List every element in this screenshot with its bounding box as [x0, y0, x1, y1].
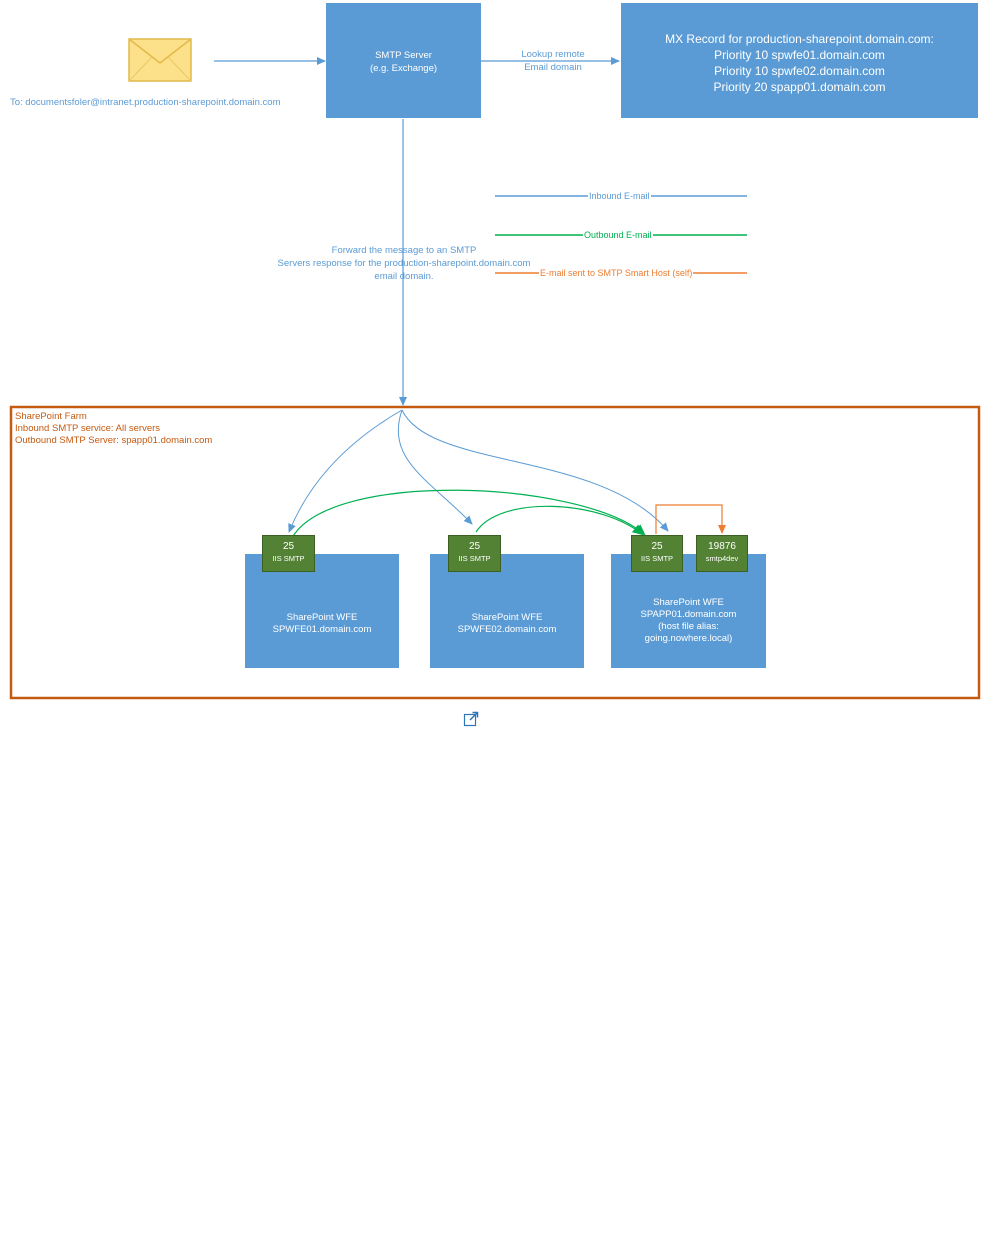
envelope-icon — [128, 38, 192, 82]
legend-inbound-label: Inbound E-mail — [588, 191, 651, 202]
server-spwfe02-port: 25 IIS SMTP — [448, 535, 501, 572]
server-spapp01-box: SharePoint WFE SPAPP01.domain.com (host … — [611, 554, 766, 668]
port-number: 25 — [651, 541, 663, 552]
farm-title: SharePoint Farm — [15, 411, 87, 422]
inbound-to-spwfe01 — [288, 409, 403, 533]
smarthost-loop — [655, 504, 726, 534]
recipient-address: To: documentsfoler@intranet.production-s… — [10, 97, 281, 108]
farm-inbound: Inbound SMTP service: All servers — [15, 423, 161, 434]
mx-record-title: MX Record for production-sharepoint.doma… — [665, 32, 934, 46]
outbound-spwfe01-to-spapp01 — [291, 489, 646, 539]
smtp-server-subtitle: (e.g. Exchange) — [369, 63, 438, 74]
port-service: smtp4dev — [705, 554, 739, 563]
farm-info: SharePoint Farm Inbound SMTP service: Al… — [15, 411, 212, 447]
inbound-to-spwfe02 — [397, 409, 473, 525]
smtp-server-box: SMTP Server (e.g. Exchange) — [326, 3, 481, 118]
farm-outbound: Outbound SMTP Server: spapp01.domain.com — [15, 435, 213, 446]
mx-record-entry: Priority 10 spwfe02.domain.com — [714, 64, 885, 78]
port-number: 25 — [468, 541, 481, 552]
legend-outbound-label: Outbound E-mail — [583, 230, 653, 241]
mx-record-entry: Priority 10 spwfe01.domain.com — [714, 48, 885, 62]
smtp4dev-port: 19876 smtp4dev — [696, 535, 748, 572]
server-spwfe02-label: SharePoint WFE SPWFE02.domain.com — [457, 612, 557, 635]
server-spwfe01-label: SharePoint WFE SPWFE01.domain.com — [272, 612, 372, 635]
mx-record-entry: Priority 20 spapp01.domain.com — [713, 80, 886, 94]
lookup-label: Lookup remote Email domain — [521, 49, 585, 73]
external-link-icon[interactable] — [463, 711, 479, 727]
port-number: 25 — [282, 541, 295, 552]
port-service: IIS SMTP — [272, 554, 305, 563]
server-spwfe02-box: SharePoint WFE SPWFE02.domain.com — [430, 554, 584, 668]
sharepoint-farm-border — [9, 405, 981, 700]
smtp-server-title: SMTP Server — [375, 50, 432, 61]
legend-smarthost-label: E-mail sent to SMTP Smart Host (self) — [539, 268, 694, 279]
server-spapp01-port: 25 IIS SMTP — [631, 535, 683, 572]
server-spwfe01-box: SharePoint WFE SPWFE01.domain.com — [245, 554, 399, 668]
forward-label: Forward the message to an SMTP Servers r… — [277, 245, 531, 282]
server-spwfe01-port: 25 IIS SMTP — [262, 535, 315, 572]
server-spapp01-label: SharePoint WFE SPAPP01.domain.com (host … — [640, 597, 737, 644]
port-service: IIS SMTP — [458, 554, 491, 563]
port-number: 19876 — [708, 541, 736, 552]
mx-record-box: MX Record for production-sharepoint.doma… — [621, 3, 978, 118]
inbound-to-spapp01 — [401, 409, 669, 532]
outbound-spwfe02-to-spapp01 — [475, 505, 644, 536]
port-service: IIS SMTP — [640, 554, 674, 563]
